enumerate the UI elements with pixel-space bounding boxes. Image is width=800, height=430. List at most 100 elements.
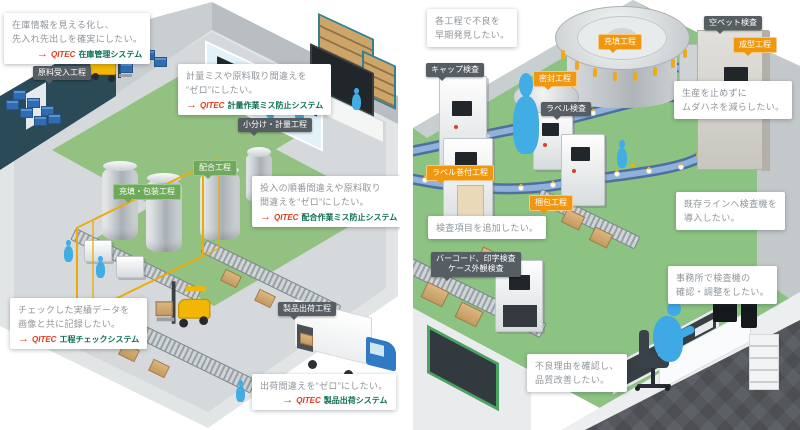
forklift-fork	[156, 317, 175, 322]
label-text: ラベル巻付工程	[432, 168, 488, 177]
qitec-logo: QITEC	[296, 396, 321, 406]
carousel-bottle	[593, 68, 597, 77]
office-person-head	[667, 302, 681, 316]
callout-inventory-visibility: 在庫情報を見える化し、 先入れ先出しを確実にしたい。 → QITEC 在庫管理シ…	[4, 13, 151, 64]
worker-icon	[617, 140, 627, 168]
left-factory-panel: 原料受入工程 小分け・計量工程 配合工程 充填・包装工程 製品出荷工程 在庫情報…	[0, 0, 400, 430]
callout-text: 確認・調整をしたい。	[676, 287, 770, 298]
label-text: 小分け・計量工程	[243, 120, 307, 129]
carousel-bottle	[575, 61, 579, 70]
forklift-wheel	[199, 316, 208, 325]
label-cap-inspection: キャップ検査	[426, 63, 484, 82]
label-text: キャップ検査	[431, 65, 479, 74]
crate-stack	[20, 108, 33, 118]
crate-on-fork	[120, 63, 133, 73]
system-name: 計量作業ミス防止システム	[227, 100, 324, 110]
qitec-logo: QITEC	[200, 100, 225, 110]
callout-reduce-waste: 生産を止めずに ムダハネを減らしたい。	[674, 81, 793, 119]
carousel-bottle	[613, 72, 617, 81]
label-weighing-process: 小分け・計量工程	[238, 118, 312, 137]
packaging-machine	[116, 256, 144, 278]
label-filling-packaging-process: 充填・包装工程	[113, 184, 181, 204]
label-text: 充填工程	[604, 37, 636, 46]
forklift-wheel	[179, 318, 188, 328]
forklift-wheel	[92, 73, 99, 80]
desktop-monitor	[741, 302, 757, 328]
crate-stack	[13, 90, 26, 100]
label-molding-process: 成型工程	[733, 37, 777, 57]
callout-text: 先入れ先出しを確実にしたい。	[12, 34, 143, 45]
qitec-system-row: → QITEC 計量作業ミス防止システム	[186, 99, 324, 111]
label-text: 配合工程	[199, 163, 231, 172]
crate-stack	[27, 98, 40, 108]
qitec-system-row: → QITEC 工程チェックシステム	[18, 332, 139, 345]
status-led	[543, 143, 547, 147]
label-labeling-process: ラベル巻付工程	[426, 165, 494, 185]
worker-icon	[236, 379, 245, 402]
office-chair-pole	[651, 368, 655, 384]
inspection-screen	[509, 275, 530, 290]
box-on-fork	[155, 301, 173, 317]
label-filling-process: 充填工程	[598, 34, 642, 54]
callout-quality-improvement: 不良理由を確認し、 品質改善したい。	[527, 354, 627, 392]
inspection-tunnel	[503, 305, 537, 327]
arrow-icon: →	[18, 332, 29, 345]
callout-text: 早期発見したい。	[435, 30, 510, 41]
mixing-tank	[200, 165, 240, 240]
office-chair-wheel	[665, 386, 670, 391]
label-text: 原料受入工程	[38, 68, 86, 77]
truck-wheel	[308, 360, 317, 369]
office-chair-base	[637, 384, 671, 388]
crate-stack	[154, 57, 167, 67]
system-name: 配合作業ミス防止システム	[301, 212, 398, 222]
label-barcode-inspection: バーコード、印字検査 ケース外観検査	[431, 252, 521, 281]
label-raw-material-receiving: 原料受入工程	[33, 66, 91, 85]
label-empty-pet-inspection: 空ペット検査	[704, 16, 762, 35]
label-text: バーコード、印字検査	[436, 254, 516, 263]
forklift	[141, 279, 216, 352]
label-text: ケース外観検査	[448, 264, 504, 274]
callout-text: 投入の順番間違えや原料取り	[260, 183, 381, 193]
callout-add-inspection-machine: 既存ラインへ検査機を 導入したい。	[676, 192, 786, 230]
status-led	[454, 125, 458, 129]
callout-text: 出荷間違えを“ゼロ”にしたい。	[260, 381, 388, 391]
crate-stack	[6, 100, 19, 110]
inspection-screen	[571, 147, 590, 161]
qitec-system-row: → QITEC 配合作業ミス防止システム	[260, 210, 398, 223]
label-text: 成型工程	[739, 40, 771, 49]
label-text: 空ペット検査	[709, 18, 757, 27]
callout-text: 導入したい。	[684, 213, 740, 224]
inspection-screen	[542, 123, 559, 136]
callout-text: 計量ミスや原料取り間違えを	[186, 71, 307, 81]
arrow-icon: →	[36, 47, 48, 60]
callout-text: 在庫情報を見える化し、	[12, 20, 115, 30]
callout-text: 生産を止めずに	[682, 88, 748, 98]
status-led	[572, 169, 576, 173]
carousel-bottle	[653, 67, 657, 76]
arrow-icon: →	[282, 394, 294, 407]
worker-icon	[96, 255, 105, 278]
forklift-roof	[185, 286, 206, 292]
callout-text: チェックした実績データを	[18, 305, 130, 315]
crate-stack	[34, 116, 47, 126]
qitec-system-row: → QITEC 製品出荷システム	[260, 394, 387, 407]
inspection-screen	[455, 152, 477, 168]
label-packing-process: 梱包工程	[529, 195, 573, 215]
callout-text: “ゼロ”にしたい。	[186, 85, 258, 96]
forklift-fork	[119, 74, 132, 77]
office-chair-back	[639, 330, 649, 360]
storage-tank	[102, 161, 138, 240]
callout-text: 画像と共に記録したい。	[18, 319, 121, 330]
worker-icon	[352, 87, 361, 110]
callout-text: 検査項目を追加したい。	[436, 223, 539, 233]
callout-text: 各工程で不良を	[435, 16, 501, 26]
office-cabinet	[749, 334, 779, 390]
carousel-bottle	[671, 59, 675, 68]
callout-text: 既存ラインへ検査機を	[684, 199, 778, 209]
arrow-icon: →	[260, 210, 271, 223]
callout-add-inspection-items: 検査項目を追加したい。	[428, 216, 547, 240]
carousel-bottle	[561, 50, 565, 59]
worker-icon	[513, 72, 539, 154]
label-text: 梱包工程	[535, 198, 567, 207]
callout-mixing-mistakes: 投入の順番間違えや原料取り 間違えを“ゼロ”にしたい。 → QITEC 配合作業…	[252, 176, 400, 227]
